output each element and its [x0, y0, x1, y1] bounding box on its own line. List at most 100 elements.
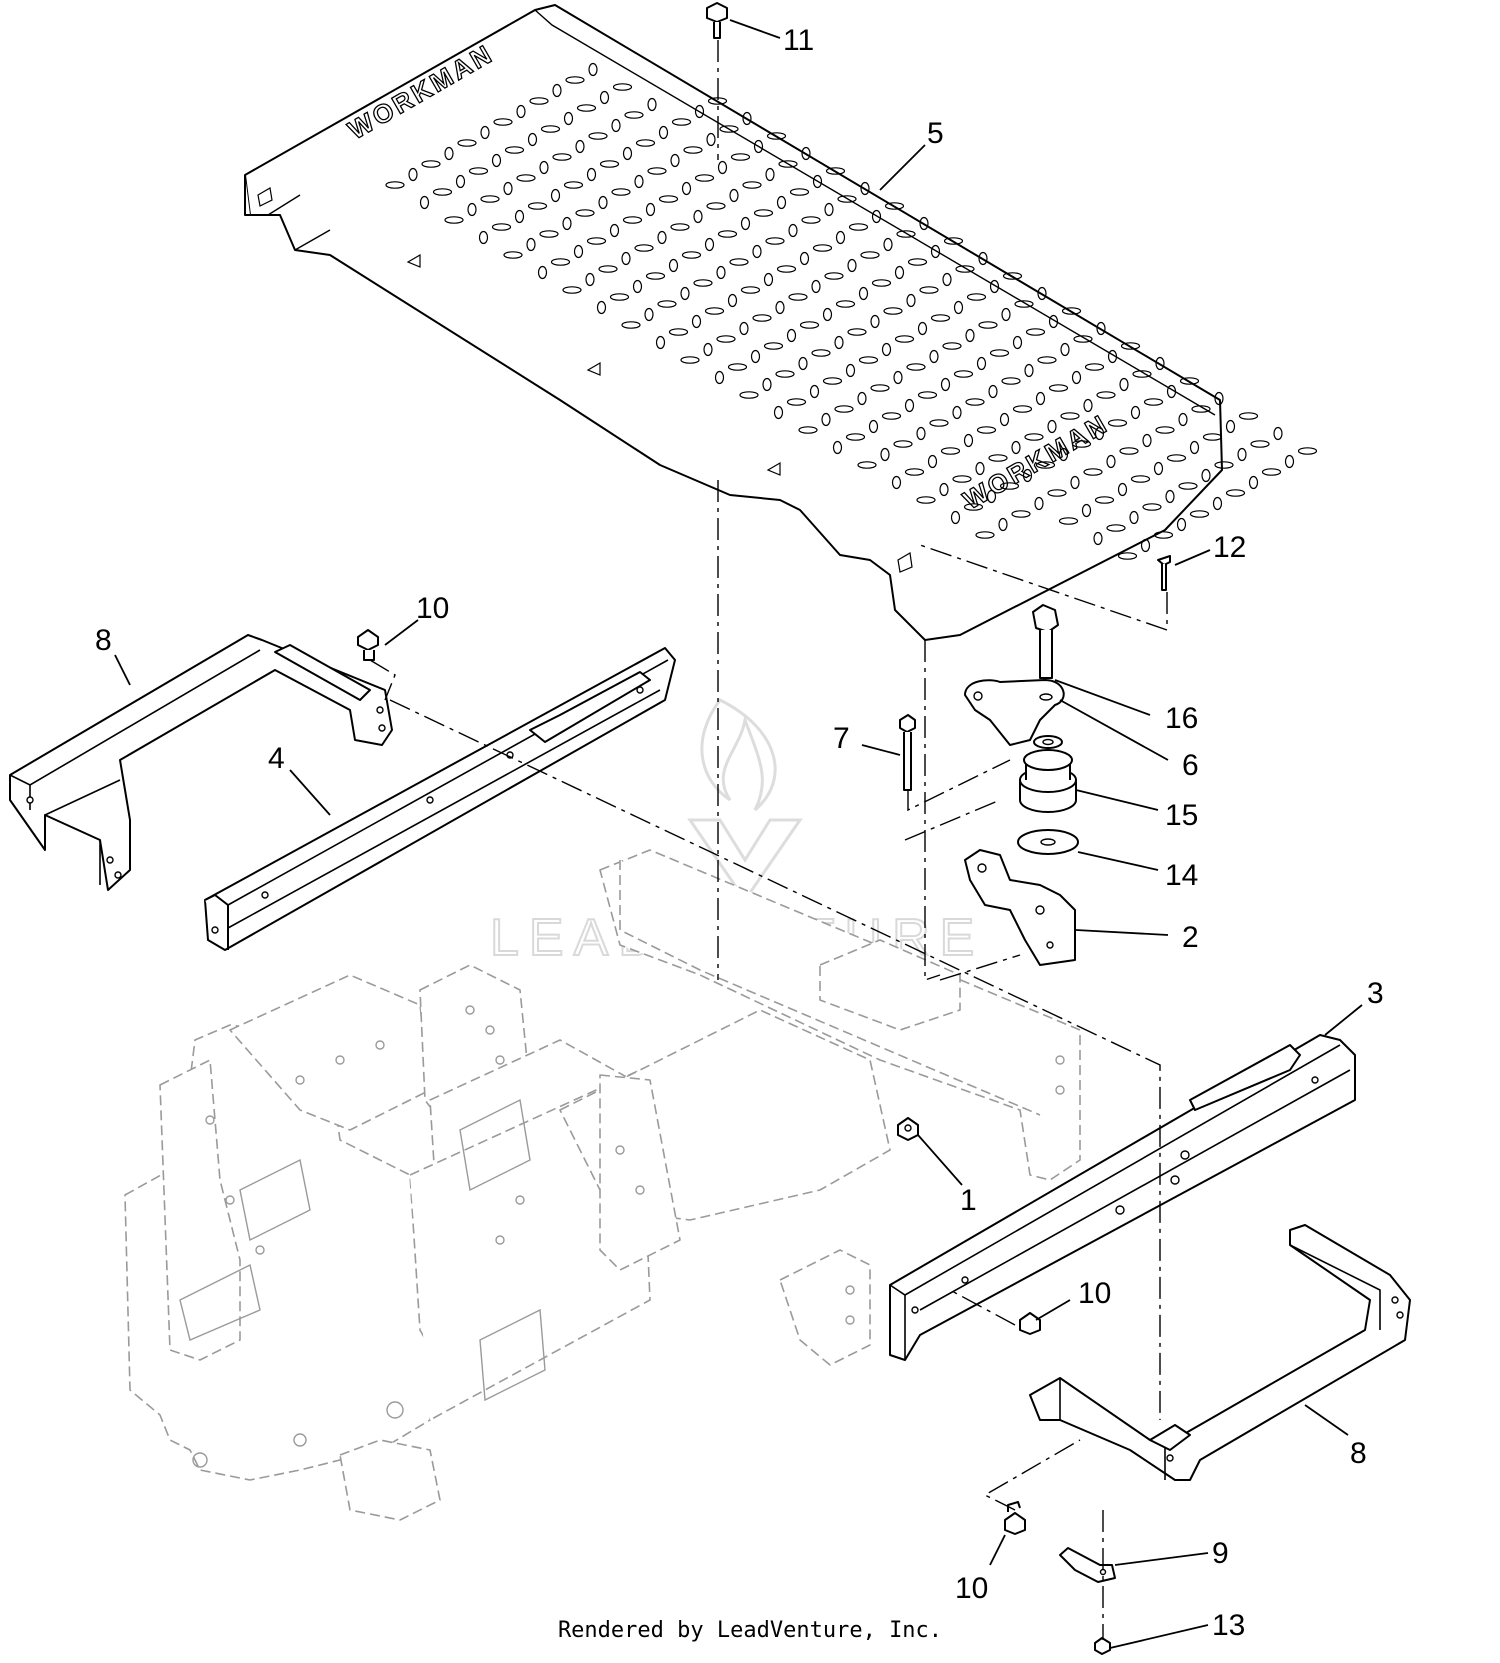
callout-9: 9	[1212, 1537, 1229, 1570]
tread-bump	[1142, 503, 1162, 511]
plate-part-6	[964, 679, 1065, 746]
tread-bump	[809, 384, 820, 399]
tread-bump	[824, 272, 844, 280]
tread-bump	[916, 426, 926, 441]
tread-bump	[821, 412, 831, 427]
tread-bump	[1106, 454, 1116, 469]
tread-bump	[550, 188, 561, 203]
tread-bump	[1214, 391, 1224, 406]
tread-bump	[1237, 447, 1247, 462]
tread-bump	[739, 391, 759, 399]
tread-bump	[975, 461, 985, 476]
tread-bump	[976, 356, 987, 371]
tread-bump	[825, 167, 846, 175]
tread-bump	[1048, 384, 1069, 392]
tread-bump	[976, 426, 997, 434]
tread-bump	[1191, 405, 1211, 413]
leader-lines	[114, 19, 1363, 1649]
tread-bump	[917, 321, 928, 336]
tread-bump	[883, 237, 893, 252]
tread-bump	[657, 230, 667, 245]
callout-10-lower: 10	[955, 1572, 988, 1605]
tread-bump	[1130, 475, 1151, 483]
tread-bump	[986, 489, 997, 504]
tread-bump	[998, 517, 1008, 532]
tread-bump	[1071, 440, 1092, 448]
tread-bump	[655, 335, 666, 350]
tread-bump	[1250, 440, 1270, 448]
tread-bump	[1140, 538, 1151, 553]
tread-bump	[1248, 475, 1259, 490]
tread-bump	[870, 384, 890, 392]
tread-bump	[730, 153, 751, 161]
pin-part-12	[1157, 555, 1171, 591]
tread-bump	[550, 258, 571, 266]
tread-bump	[621, 251, 631, 266]
tread-bump	[647, 167, 667, 175]
nut-part-1	[897, 1117, 919, 1141]
tread-bump	[480, 125, 490, 140]
callout-10-middle: 10	[1078, 1277, 1111, 1310]
tread-bump	[563, 111, 574, 126]
tread-bump	[952, 405, 962, 420]
bolt-part-10-middle	[1019, 1312, 1041, 1335]
tread-bump	[999, 482, 1020, 490]
tread-bump	[539, 160, 549, 175]
deck-tread-pattern	[385, 62, 1318, 560]
tread-bump	[588, 62, 598, 77]
tread-bump	[1166, 384, 1177, 399]
tread-bump	[621, 321, 641, 329]
tread-bump	[562, 216, 572, 231]
tread-bump	[857, 461, 877, 469]
tread-bump	[822, 307, 833, 322]
tread-bump	[596, 300, 607, 315]
callout-6: 6	[1182, 749, 1199, 782]
tread-bump	[1130, 405, 1141, 420]
tread-bump	[739, 321, 749, 336]
callout-3: 3	[1367, 977, 1384, 1010]
tread-bump	[670, 223, 690, 231]
tread-bump	[1081, 503, 1092, 518]
tread-bump	[845, 363, 856, 378]
callout-7: 7	[833, 722, 850, 755]
tread-bump	[789, 188, 810, 196]
tread-bump	[552, 153, 572, 161]
tread-bump	[1155, 356, 1165, 371]
tread-bump	[658, 195, 679, 203]
tread-bump	[753, 209, 774, 217]
tread-bump	[916, 496, 936, 504]
tread-bump	[953, 300, 964, 315]
tread-bump	[963, 503, 984, 511]
tread-bump	[776, 265, 797, 273]
tread-bump	[930, 244, 941, 259]
tread-bump	[906, 293, 916, 308]
tread-bump	[906, 363, 926, 371]
tread-bump	[1061, 307, 1082, 315]
tread-bump	[927, 454, 938, 469]
tread-bump	[765, 237, 785, 245]
tread-bump	[526, 237, 536, 252]
tread-bump	[857, 391, 867, 406]
tread-bump	[939, 482, 949, 497]
tread-bump	[432, 188, 453, 196]
tread-bump	[822, 377, 843, 385]
cross-rail-part-3	[889, 1034, 1356, 1361]
tread-bump	[644, 307, 654, 322]
tread-bump	[565, 76, 585, 84]
tread-bump	[742, 181, 762, 189]
tread-bump	[1011, 510, 1031, 518]
tread-bump	[835, 230, 846, 245]
callout-1: 1	[960, 1184, 977, 1217]
tread-bump	[647, 97, 657, 112]
tread-bump	[1071, 370, 1082, 385]
tread-bump	[563, 181, 584, 189]
chassis-frame	[124, 849, 1081, 1521]
tread-bump	[585, 272, 595, 287]
callout-10-upper: 10	[416, 592, 449, 625]
tread-bump	[612, 83, 633, 91]
tread-bump	[671, 118, 692, 126]
callout-15: 15	[1165, 799, 1198, 832]
tread-bump	[788, 293, 808, 301]
tread-bump	[1225, 419, 1236, 434]
tread-bump	[978, 321, 998, 329]
